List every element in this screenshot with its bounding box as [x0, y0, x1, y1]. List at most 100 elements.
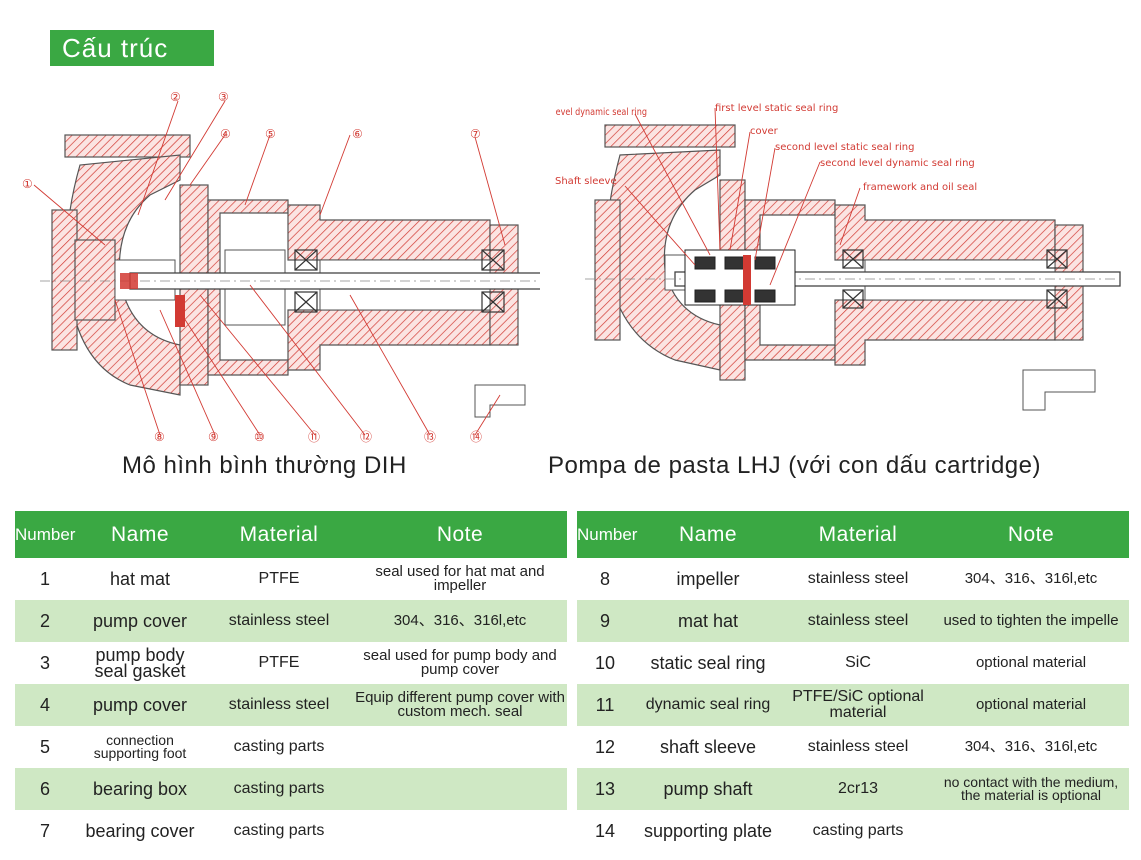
callout-13: ⑬ [424, 430, 436, 444]
cell-number: 9 [577, 600, 633, 642]
callout-11: ⑪ [308, 430, 320, 444]
table-row: 2 pump cover stainless steel 304、316、316… [15, 600, 567, 642]
callout-4: ④ [220, 127, 231, 141]
cell-name: shaft sleeve [659, 737, 757, 757]
table-row: 5 connection supporting foot casting par… [15, 726, 567, 768]
pump-diagram-dih: ① ② ③ ④ ⑤ ⑥ ⑦ ⑧ ⑨ ⑩ ⑪ ⑫ ⑬ ⑭ [22, 90, 540, 444]
table-row: 6 bearing box casting parts [15, 768, 567, 810]
cell-note: 304、316、316l,etc [964, 570, 1098, 587]
table-row: 14 supporting plate casting parts [577, 810, 1129, 852]
cell-material: PTFE [258, 570, 300, 587]
cell-note [353, 726, 567, 768]
cell-note: optional material [933, 684, 1129, 726]
caption-lhj: Pompa de pasta LHJ (với con dấu cartridg… [548, 452, 1041, 479]
header-number: Number [577, 511, 637, 558]
cell-material: casting parts [233, 822, 325, 839]
cell-note: no contact with the medium, the material… [933, 768, 1129, 810]
cell-material: 2cr13 [783, 768, 933, 810]
cell-name: connection supporting foot [93, 732, 187, 761]
table-header: Number Name Material Note [577, 511, 1129, 558]
label-first-dynamic-seal-ring: first level dynamic seal ring [555, 107, 647, 118]
cell-note [933, 810, 1129, 852]
cell-name: supporting plate [643, 821, 773, 841]
callout-9: ⑨ [208, 430, 219, 444]
header-material: Material [783, 511, 933, 558]
callout-14: ⑭ [470, 430, 482, 444]
cell-name: pump body seal gasket [94, 645, 186, 681]
label-second-static-seal-ring: second level static seal ring [775, 142, 914, 153]
cell-number: 2 [15, 600, 75, 642]
cell-note: optional material [975, 654, 1087, 671]
cell-number: 13 [577, 768, 633, 810]
cell-note [353, 768, 567, 810]
callout-7: ⑦ [470, 127, 481, 141]
label-first-static-seal-ring: first level static seal ring [715, 103, 838, 114]
table-row: 12 shaft sleeve stainless steel 304、316、… [577, 726, 1129, 768]
cell-name: dynamic seal ring [633, 684, 783, 726]
parts-table-left: Number Name Material Note 1 hat mat PTFE… [15, 511, 567, 852]
label-shaft-sleeve: Shaft sleeve [555, 176, 617, 187]
cell-note: 304、316、316l,etc [964, 738, 1098, 755]
table-row: 13 pump shaft 2cr13 no contact with the … [577, 768, 1129, 810]
cell-name: pump cover [75, 600, 205, 642]
cell-name: mat hat [633, 600, 783, 642]
pump-diagram-lhj: first level dynamic seal ring first leve… [555, 103, 1125, 411]
cell-name: bearing box [75, 768, 205, 810]
cell-note: 304、316、316l,etc [353, 600, 567, 642]
cell-material: stainless steel [783, 600, 933, 642]
header-name: Name [633, 511, 783, 558]
cell-note: seal used for pump body and pump cover [363, 647, 557, 678]
cell-name: hat mat [109, 569, 171, 589]
callout-2: ② [170, 90, 181, 104]
header-note: Note [353, 511, 567, 558]
cell-material: stainless steel [807, 570, 909, 587]
cell-number: 7 [39, 820, 50, 841]
cell-note: used to tighten the impelle [933, 600, 1129, 642]
cell-number: 10 [594, 652, 616, 673]
cell-number: 8 [599, 568, 610, 589]
callout-8: ⑧ [154, 430, 165, 444]
callout-5: ⑤ [265, 127, 276, 141]
cell-material: SiC [845, 654, 871, 671]
cell-name: impeller [676, 569, 740, 589]
table-row: 10 static seal ring SiC optional materia… [577, 642, 1129, 684]
callout-3: ③ [218, 90, 229, 104]
cell-material: casting parts [812, 822, 904, 839]
cell-note: Equip different pump cover with custom m… [353, 684, 567, 726]
cell-number: 11 [577, 684, 633, 726]
cell-name: bearing cover [85, 821, 195, 841]
section-title: Cấu trúc [50, 30, 214, 66]
cell-number: 4 [15, 684, 75, 726]
label-cover: cover [750, 126, 779, 137]
caption-dih: Mô hình bình thường DIH [122, 452, 407, 479]
cell-name: pump cover [75, 684, 205, 726]
cell-number: 1 [39, 568, 50, 589]
cell-material: stainless steel [205, 600, 353, 642]
cell-number: 14 [594, 820, 616, 841]
cell-material: stainless steel [205, 684, 353, 726]
header-number: Number [15, 511, 75, 558]
header-note: Note [933, 511, 1129, 558]
table-header: Number Name Material Note [15, 511, 567, 558]
callout-1: ① [22, 177, 33, 191]
header-name: Name [75, 511, 205, 558]
table-row: 8 impeller stainless steel 304、316、316l,… [577, 558, 1129, 600]
label-framework-oil-seal: framework and oil seal [863, 182, 977, 193]
cell-material: PTFE [258, 654, 300, 671]
cell-number: 5 [39, 736, 50, 757]
cell-material: casting parts [205, 768, 353, 810]
callout-6: ⑥ [352, 127, 363, 141]
cell-number: 6 [15, 768, 75, 810]
cell-material: PTFE/SiC optional material [783, 684, 933, 726]
table-row: 11 dynamic seal ring PTFE/SiC optional m… [577, 684, 1129, 726]
cell-material: casting parts [233, 738, 325, 755]
cell-note [353, 810, 567, 852]
table-row: 3 pump body seal gasket PTFE seal used f… [15, 642, 567, 684]
table-row: 7 bearing cover casting parts [15, 810, 567, 852]
cell-name: pump shaft [633, 768, 783, 810]
parts-table-right: Number Name Material Note 8 impeller sta… [577, 511, 1129, 852]
cell-number: 12 [594, 736, 616, 757]
cell-material: stainless steel [807, 738, 909, 755]
label-second-dynamic-seal-ring: second level dynamic seal ring [820, 158, 975, 169]
table-row: 4 pump cover stainless steel Equip diffe… [15, 684, 567, 726]
